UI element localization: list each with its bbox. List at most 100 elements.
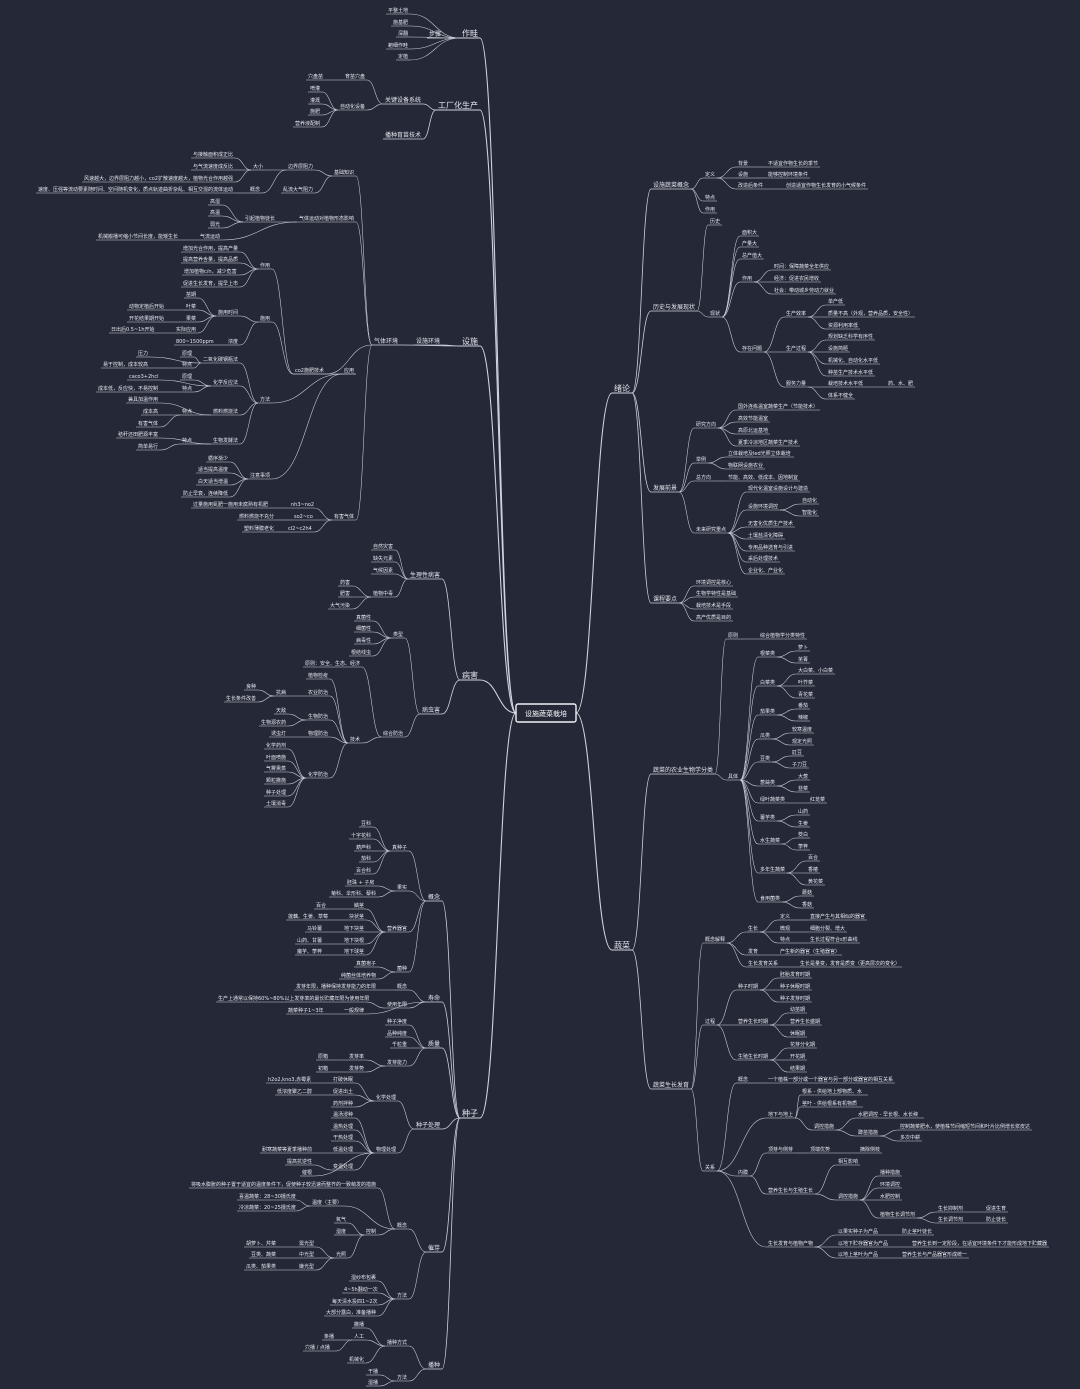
node-ss_gt3[interactable]: 特点 bbox=[182, 361, 192, 368]
node-ss_zs[interactable]: 注意事项 bbox=[250, 472, 270, 479]
node-ss_qt[interactable]: 气体环境 bbox=[374, 337, 398, 345]
node-zz_hx1[interactable]: 打破休眠 bbox=[333, 1076, 353, 1083]
node-bh_lx1[interactable]: 真菌性 bbox=[356, 614, 371, 621]
node-zz_sm6[interactable]: 蔬菜种子1~3年 bbox=[288, 1007, 324, 1014]
node-zz_sm2[interactable]: 发芽年限，播种保持发芽能力的年限 bbox=[296, 983, 376, 990]
node-zz_wl7[interactable]: 提高抗逆性 bbox=[287, 1158, 312, 1165]
node-sc_zi3[interactable]: 种子发芽时期 bbox=[780, 995, 810, 1002]
node-sc_yz[interactable]: 原则 bbox=[728, 632, 738, 639]
node-sc_ys8[interactable]: 促进生育 bbox=[986, 1205, 1006, 1212]
node-ss_jc6[interactable]: 概念 bbox=[250, 186, 260, 193]
node-sc_dl2[interactable]: 子刀豆 bbox=[792, 761, 807, 768]
node-ss_gt[interactable]: 二氧化碳钢瓶法 bbox=[203, 356, 238, 363]
root-node[interactable]: 设施蔬菜栽培 bbox=[515, 703, 577, 723]
node-zz[interactable]: 种子 bbox=[462, 1108, 478, 1118]
node-ss_jc2[interactable]: 大小 bbox=[253, 163, 263, 170]
node-sc_dx2[interactable]: 茎叶 - 供给根系有机物质 bbox=[802, 1100, 857, 1107]
node-sc_sj2[interactable]: 香菇 bbox=[802, 901, 812, 908]
node-sc_dx5[interactable]: 蹲苗措施 bbox=[858, 1129, 878, 1136]
node-sc_ss1[interactable]: 茭白 bbox=[798, 831, 808, 838]
node-zz_zl[interactable]: 质量 bbox=[428, 1040, 440, 1048]
node-ss_rs2[interactable]: 特点 bbox=[182, 408, 192, 415]
node-bh_wl[interactable]: 物理防治 bbox=[308, 730, 328, 737]
node-xl_xz4[interactable]: 作用 bbox=[742, 275, 752, 282]
node-sc_sz4[interactable]: 细胞分裂、增大 bbox=[810, 925, 845, 932]
node-zz_cy4[interactable]: 喜温蔬菜：28~30摄氏度 bbox=[239, 1193, 296, 1200]
node-sc_gl2[interactable]: 观定光照 bbox=[792, 738, 812, 745]
node-sc_bc[interactable]: 白菜类 bbox=[760, 679, 775, 686]
node-sc_sz5[interactable]: 特点 bbox=[780, 936, 790, 943]
node-zz_cy[interactable]: 催芽 bbox=[428, 1244, 440, 1252]
node-xl_wt3[interactable]: 质量不高（外观，营养品质，安全性） bbox=[828, 310, 913, 317]
node-zz_cy2[interactable]: 将吸水膨胀的种子置于适宜的温度条件下，促使种子较迅速而整齐的一致萌发的措施 bbox=[191, 1181, 376, 1188]
node-sc_cw3[interactable]: 以地下贮存器官为产品 bbox=[838, 1240, 888, 1247]
node-sc_cw4[interactable]: 营养生长到一定阶段，在适宜环境条件下才能形成地下贮藏器 bbox=[912, 1240, 1047, 1247]
node-bh_sw2[interactable]: 生物源农药 bbox=[261, 719, 286, 726]
node-sc_fy[interactable]: 蔬菜生长发育 bbox=[653, 1081, 689, 1089]
node-sc_sy1[interactable]: 山药 bbox=[798, 808, 808, 815]
node-ss_sw[interactable]: 生物发酵法 bbox=[213, 437, 238, 444]
node-xl_xz[interactable]: 现状 bbox=[710, 310, 720, 317]
node-xl_wt7[interactable]: 设施简陋 bbox=[828, 345, 848, 352]
node-xl_kc3[interactable]: 栽培技术是手段 bbox=[696, 602, 731, 609]
node-sc_sz_3[interactable]: 结果期 bbox=[790, 1065, 805, 1072]
node-zz_gs[interactable]: 果实 bbox=[397, 884, 407, 891]
node-xl_fz15[interactable]: 智能化 bbox=[802, 509, 817, 516]
node-sc_ys1[interactable]: 相互影响 bbox=[838, 1158, 858, 1165]
node-sc_gj[interactable]: 概念解释 bbox=[705, 936, 725, 943]
node-bh_nz1[interactable]: 抗病 bbox=[276, 689, 286, 696]
node-gc[interactable]: 工厂化生产 bbox=[438, 100, 478, 110]
node-ss_zy4[interactable]: 促进生长发育，提早上市 bbox=[183, 280, 238, 287]
node-bh_js[interactable]: 技术 bbox=[350, 736, 360, 743]
node-ss_sw3[interactable]: 简单易行 bbox=[138, 443, 158, 450]
node-zz_wl1[interactable]: 温汤浸种 bbox=[333, 1111, 353, 1118]
node-sc_jg1[interactable]: 番茄 bbox=[798, 702, 808, 709]
node-sc_ys10[interactable]: 防止徒长 bbox=[986, 1216, 1006, 1223]
node-xl_kc1[interactable]: 环境调控是核心 bbox=[696, 579, 731, 586]
node-bh_sw[interactable]: 生物防治 bbox=[308, 713, 328, 720]
node-ss_hx2[interactable]: 原理 bbox=[182, 374, 192, 380]
node-zg1[interactable]: 平整土地 bbox=[388, 7, 408, 14]
node-sc_dx[interactable]: 地下与地上 bbox=[768, 1111, 793, 1118]
node-bh_fb7[interactable]: 大气污染 bbox=[330, 602, 350, 609]
node-bh_fb2[interactable]: 缺失元素 bbox=[373, 555, 393, 562]
node-ss_rs3[interactable]: 成本高 bbox=[143, 408, 158, 415]
node-bh_hx3[interactable]: 气雾熏蒸 bbox=[266, 765, 286, 772]
node-zz_hx2[interactable]: h2o2,kno3,赤霉素 bbox=[268, 1076, 311, 1083]
node-zz_yy10[interactable]: 魔芋、荸荠 bbox=[297, 948, 322, 955]
node-sc_dl1[interactable]: 豇豆 bbox=[792, 750, 802, 756]
node-xl_fz5[interactable]: 夏季冷凉地区蔬菜生产技术 bbox=[738, 439, 798, 446]
node-sc_gc1[interactable]: 萝卜 bbox=[798, 644, 808, 651]
node-xl_fz20[interactable]: 企业化、产业化 bbox=[748, 567, 783, 574]
node-xl_xz1[interactable]: 面积大 bbox=[742, 229, 757, 236]
node-sc_gc_[interactable]: 过程 bbox=[705, 1018, 715, 1025]
node-sc_yy[interactable]: 营养生长时期 bbox=[738, 1018, 768, 1025]
node-ss_yf[interactable]: 施用 bbox=[260, 315, 270, 322]
node-zz_yy6[interactable]: 马铃薯 bbox=[307, 925, 322, 932]
node-xl_zy[interactable]: 作用 bbox=[705, 206, 715, 213]
node-bh_fb3[interactable]: 气候因素 bbox=[373, 567, 393, 574]
node-xl[interactable]: 绪论 bbox=[614, 383, 630, 393]
node-ss_yd2[interactable]: 高湿 bbox=[210, 198, 220, 205]
node-xl_dy2[interactable]: 不适宜作物生长的季节 bbox=[768, 160, 818, 167]
node-xl_fz2[interactable]: 国外连栋温室蔬菜生产（节能技术） bbox=[738, 403, 818, 410]
node-zz_wl2[interactable]: 温热处理 bbox=[333, 1123, 353, 1130]
node-sc_fd[interactable]: 发育 bbox=[748, 948, 758, 955]
node-sc_gc[interactable]: 根菜类 bbox=[760, 650, 775, 657]
node-zz_bz8[interactable]: 干播 bbox=[368, 1368, 378, 1375]
node-sc_sz6[interactable]: 生长过程符合s形曲线 bbox=[810, 936, 858, 943]
node-zz_cy9[interactable]: 光照 bbox=[336, 1251, 346, 1258]
node-sc_jg2[interactable]: 辣椒 bbox=[798, 714, 808, 721]
node-xl_fz17[interactable]: 土壤盐渍化障碍 bbox=[748, 532, 783, 539]
node-zz_cy7[interactable]: 氧气 bbox=[336, 1216, 346, 1223]
node-xl_fz6[interactable]: 举例 bbox=[696, 456, 706, 463]
node-zz_gs2[interactable]: 菊科、伞形科、藜科 bbox=[331, 890, 376, 897]
node-ss_rs[interactable]: 燃料燃烧法 bbox=[213, 408, 238, 415]
node-bh_sw1[interactable]: 天敌 bbox=[276, 707, 286, 714]
node-ss_zs1[interactable]: 循序渐少 bbox=[208, 455, 228, 462]
node-xl_fz7[interactable]: 立体栽培及led光照立体栽培 bbox=[728, 450, 791, 457]
node-ss_nd1[interactable]: 800~1500ppm bbox=[176, 339, 214, 345]
node-ss_jc1[interactable]: 边界层阻力 bbox=[288, 163, 313, 170]
node-ss_sj5[interactable]: 开花结果期开始 bbox=[129, 315, 164, 322]
node-zz_zl2[interactable]: 品种纯度 bbox=[387, 1030, 407, 1037]
